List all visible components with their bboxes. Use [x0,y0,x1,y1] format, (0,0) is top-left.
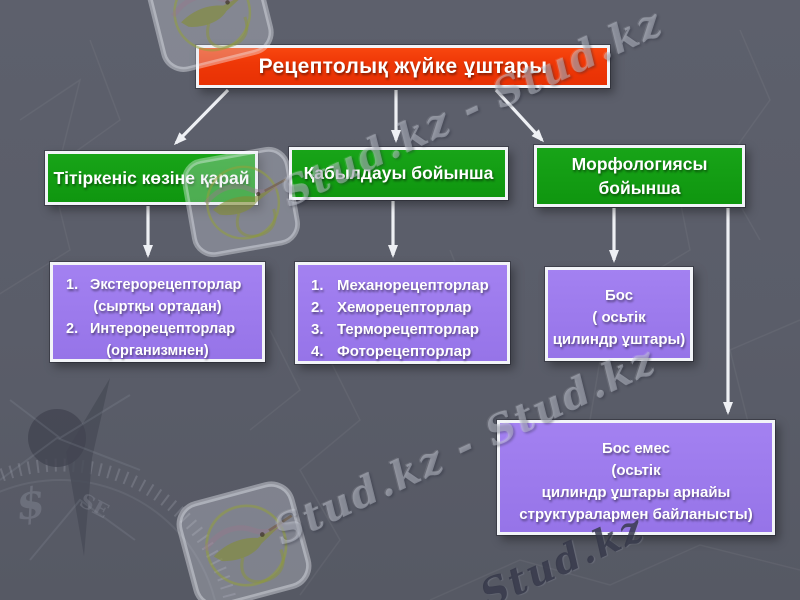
list-item: 1. Механорецепторлар [311,277,489,294]
list-item: 3. Терморецепторлар [311,321,480,338]
detail-box-stimulus-list: 1. Экстерорецепторлар (сыртқы ортадан) 2… [50,262,265,362]
root-label: Рецептолық жүйке ұштары [258,54,548,78]
arrow-root-to-branch1 [173,88,230,146]
list-item: 2. Хеморецепторлар [311,299,472,316]
nonfree-line: структуралармен байланысты) [519,506,753,523]
compass-label-se: SE [76,488,113,523]
branch-label: Морфологиясы бойынша [571,154,708,198]
list-item-note: (сыртқы ортадан) [93,299,222,315]
list-item: 2. Интерорецепторлар [66,321,236,337]
branch-label: Қабылдауы бойынша [303,163,494,183]
free-line: цилиндр ұштары) [552,331,686,348]
free-line: Бос [604,287,634,304]
arrow-root-to-branch3 [494,88,545,143]
nonfree-line: (осьтік [611,462,661,479]
nonfree-line: Бос емес [602,440,670,457]
compass-graphic: $ SE [0,378,238,600]
branch-box-perception: Қабылдауы бойынша [289,147,508,200]
branch-box-stimulus: Тітіркеніс көзіне қарай [45,151,258,205]
list-item: 1. Экстерорецепторлар [66,277,242,293]
compass-needle [66,378,110,556]
list-item: 4. Фоторецепторлар [311,343,472,360]
branch-box-morphology: Морфологиясы бойынша [534,145,745,207]
detail-box-free-endings: Бос ( осьтік цилиндр ұштары) [545,267,693,361]
free-line: ( осьтік [592,309,646,326]
compass-label-s: $ [13,477,49,530]
list-item-note: (организмнен) [106,343,209,359]
root-box: Рецептолық жүйке ұштары [196,45,610,88]
detail-box-perception-list: 1. Механорецепторлар 2. Хеморецепторлар … [295,262,510,364]
nonfree-line: цилиндр ұштары арнайы [541,484,731,501]
detail-box-nonfree-endings: Бос емес (осьтік цилиндр ұштары арнайы с… [497,420,775,535]
branch-label: Тітіркеніс көзіне қарай [53,167,250,188]
studkz-logo-icon [146,466,343,600]
